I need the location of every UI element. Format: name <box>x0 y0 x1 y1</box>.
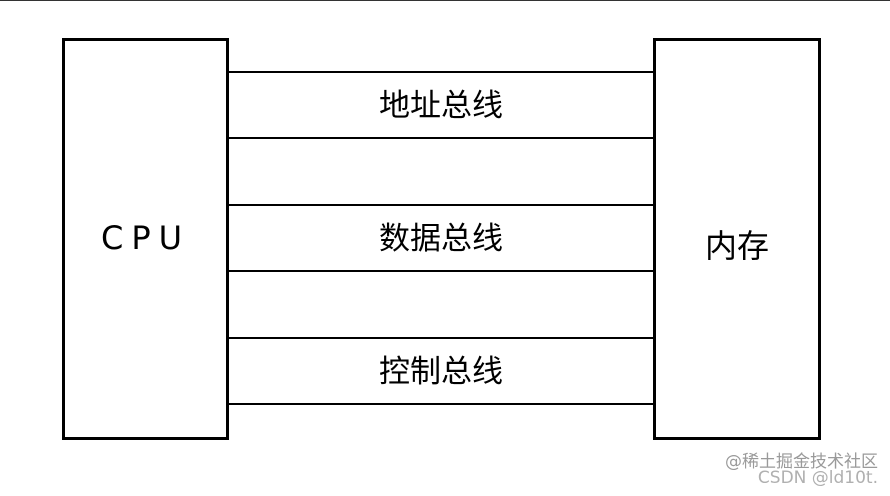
control-bus-top-line <box>228 337 654 339</box>
memory-label: 内存 <box>704 227 769 265</box>
data-bus-label: 数据总线 <box>379 221 503 257</box>
control-bus-label: 控制总线 <box>379 354 503 390</box>
cpu-label: CPU <box>100 219 191 257</box>
data-bus-bottom-line <box>228 270 654 272</box>
address-bus-label: 地址总线 <box>379 88 503 124</box>
address-bus-top-line <box>228 71 654 73</box>
address-bus-bottom-line <box>228 137 654 139</box>
control-bus-bottom-line <box>228 403 654 405</box>
cpu-box: CPU <box>62 38 229 440</box>
memory-box: 内存 <box>653 38 821 440</box>
data-bus-top-line <box>228 204 654 206</box>
watermark-juejin: @稀土掘金技术社区 <box>725 452 878 472</box>
top-border-line <box>0 0 890 1</box>
watermark-csdn: CSDN @ld10t. <box>757 468 878 488</box>
watermark: @稀土掘金技术社区 CSDN @ld10t. <box>725 452 878 488</box>
